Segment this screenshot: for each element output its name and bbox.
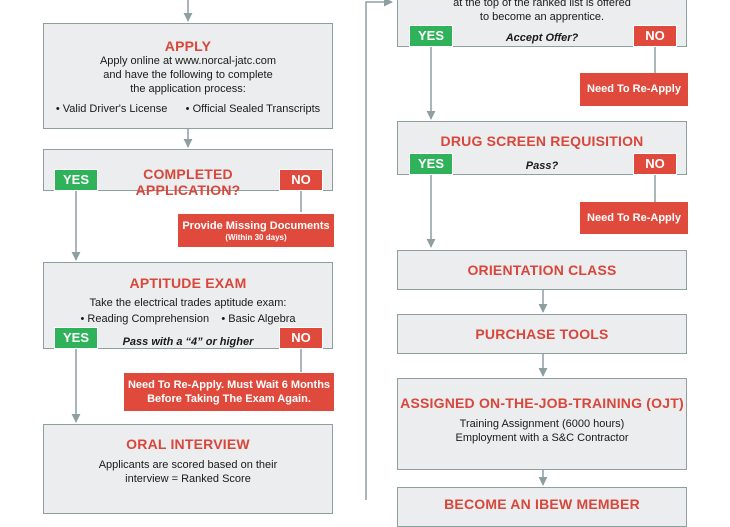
offer-reapply-label: Need To Re-Apply xyxy=(587,83,681,95)
offer-yes-badge: YES xyxy=(409,25,453,47)
offer-question: Accept Offer? xyxy=(505,32,579,44)
offer-reapply: Need To Re-Apply xyxy=(580,73,688,106)
apply-line-3: the application process: xyxy=(130,83,246,95)
purchase-tools-step: PURCHASE TOOLS xyxy=(397,314,687,354)
completed-no-badge: NO xyxy=(279,169,323,191)
provide-missing-documents-note: (Within 30 days) xyxy=(225,233,287,242)
completed-application-title: COMPLETED APPLICATION? xyxy=(135,166,241,198)
apply-line-2: and have the following to complete xyxy=(103,69,273,81)
ojt-line-1: Training Assignment (6000 hours) xyxy=(459,418,625,430)
orientation-class-title: ORIENTATION CLASS xyxy=(467,262,617,278)
bullet-reading: Reading Comprehension xyxy=(87,313,210,325)
ojt-step: ASSIGNED ON-THE-JOB-TRAINING (OJT) Train… xyxy=(397,378,687,470)
offer-line-2: to become an apprentice. xyxy=(479,11,605,23)
oral-interview-step: ORAL INTERVIEW Applicants are scored bas… xyxy=(43,424,333,514)
ibew-member-step: BECOME AN IBEW MEMBER xyxy=(397,487,687,527)
apply-bullets: • Valid Driver's License • Official Seal… xyxy=(55,103,321,115)
bullet-transcripts: Official Sealed Transcripts xyxy=(192,103,321,115)
flow-connectors xyxy=(71,0,656,500)
aptitude-exam-title: APTITUDE EXAM xyxy=(129,275,247,291)
orientation-class-step: ORIENTATION CLASS xyxy=(397,250,687,290)
aptitude-question: Pass with a “4” or higher xyxy=(122,336,254,348)
provide-missing-documents: Provide Missing Documents (Within 30 day… xyxy=(178,214,334,247)
drug-reapply: Need To Re-Apply xyxy=(580,202,688,234)
bullet-algebra: Basic Algebra xyxy=(228,313,296,325)
aptitude-yes-badge: YES xyxy=(54,327,98,349)
completed-yes-badge: YES xyxy=(54,169,98,191)
ojt-title: ASSIGNED ON-THE-JOB-TRAINING (OJT) xyxy=(400,395,684,411)
oral-interview-title: ORAL INTERVIEW xyxy=(126,436,250,452)
oral-interview-line-1: Applicants are scored based on their xyxy=(98,459,278,471)
aptitude-reapply-line-1: Need To Re-Apply. Must Wait 6 Months xyxy=(127,379,331,391)
aptitude-reapply: Need To Re-Apply. Must Wait 6 Months Bef… xyxy=(124,373,334,411)
drug-no-badge: NO xyxy=(633,153,677,175)
apply-title: APPLY xyxy=(164,38,212,54)
aptitude-reapply-line-2: Before Taking The Exam Again. xyxy=(147,393,311,405)
purchase-tools-title: PURCHASE TOOLS xyxy=(475,326,609,342)
offer-no-badge: NO xyxy=(633,25,677,47)
offer-line-1: at the top of the ranked list is offered xyxy=(453,0,631,9)
apply-step: APPLY Apply online at www.norcal-jatc.co… xyxy=(43,23,333,129)
drug-screen-question: Pass? xyxy=(525,160,559,172)
oral-interview-line-2: interview = Ranked Score xyxy=(125,473,251,485)
drug-reapply-label: Need To Re-Apply xyxy=(587,212,681,224)
aptitude-bullets: • Reading Comprehension • Basic Algebra xyxy=(80,313,296,325)
bullet-drivers-license: Valid Driver's License xyxy=(62,103,168,115)
apply-line-1: Apply online at www.norcal-jatc.com xyxy=(99,55,277,67)
drug-screen-title: DRUG SCREEN REQUISITION xyxy=(440,133,644,149)
ibew-member-title: BECOME AN IBEW MEMBER xyxy=(444,496,640,512)
aptitude-no-badge: NO xyxy=(279,327,323,349)
drug-yes-badge: YES xyxy=(409,153,453,175)
ojt-line-2: Employment with a S&C Contractor xyxy=(455,432,629,444)
aptitude-exam-line: Take the electrical trades aptitude exam… xyxy=(89,297,287,309)
provide-missing-documents-label: Provide Missing Documents xyxy=(182,220,330,232)
